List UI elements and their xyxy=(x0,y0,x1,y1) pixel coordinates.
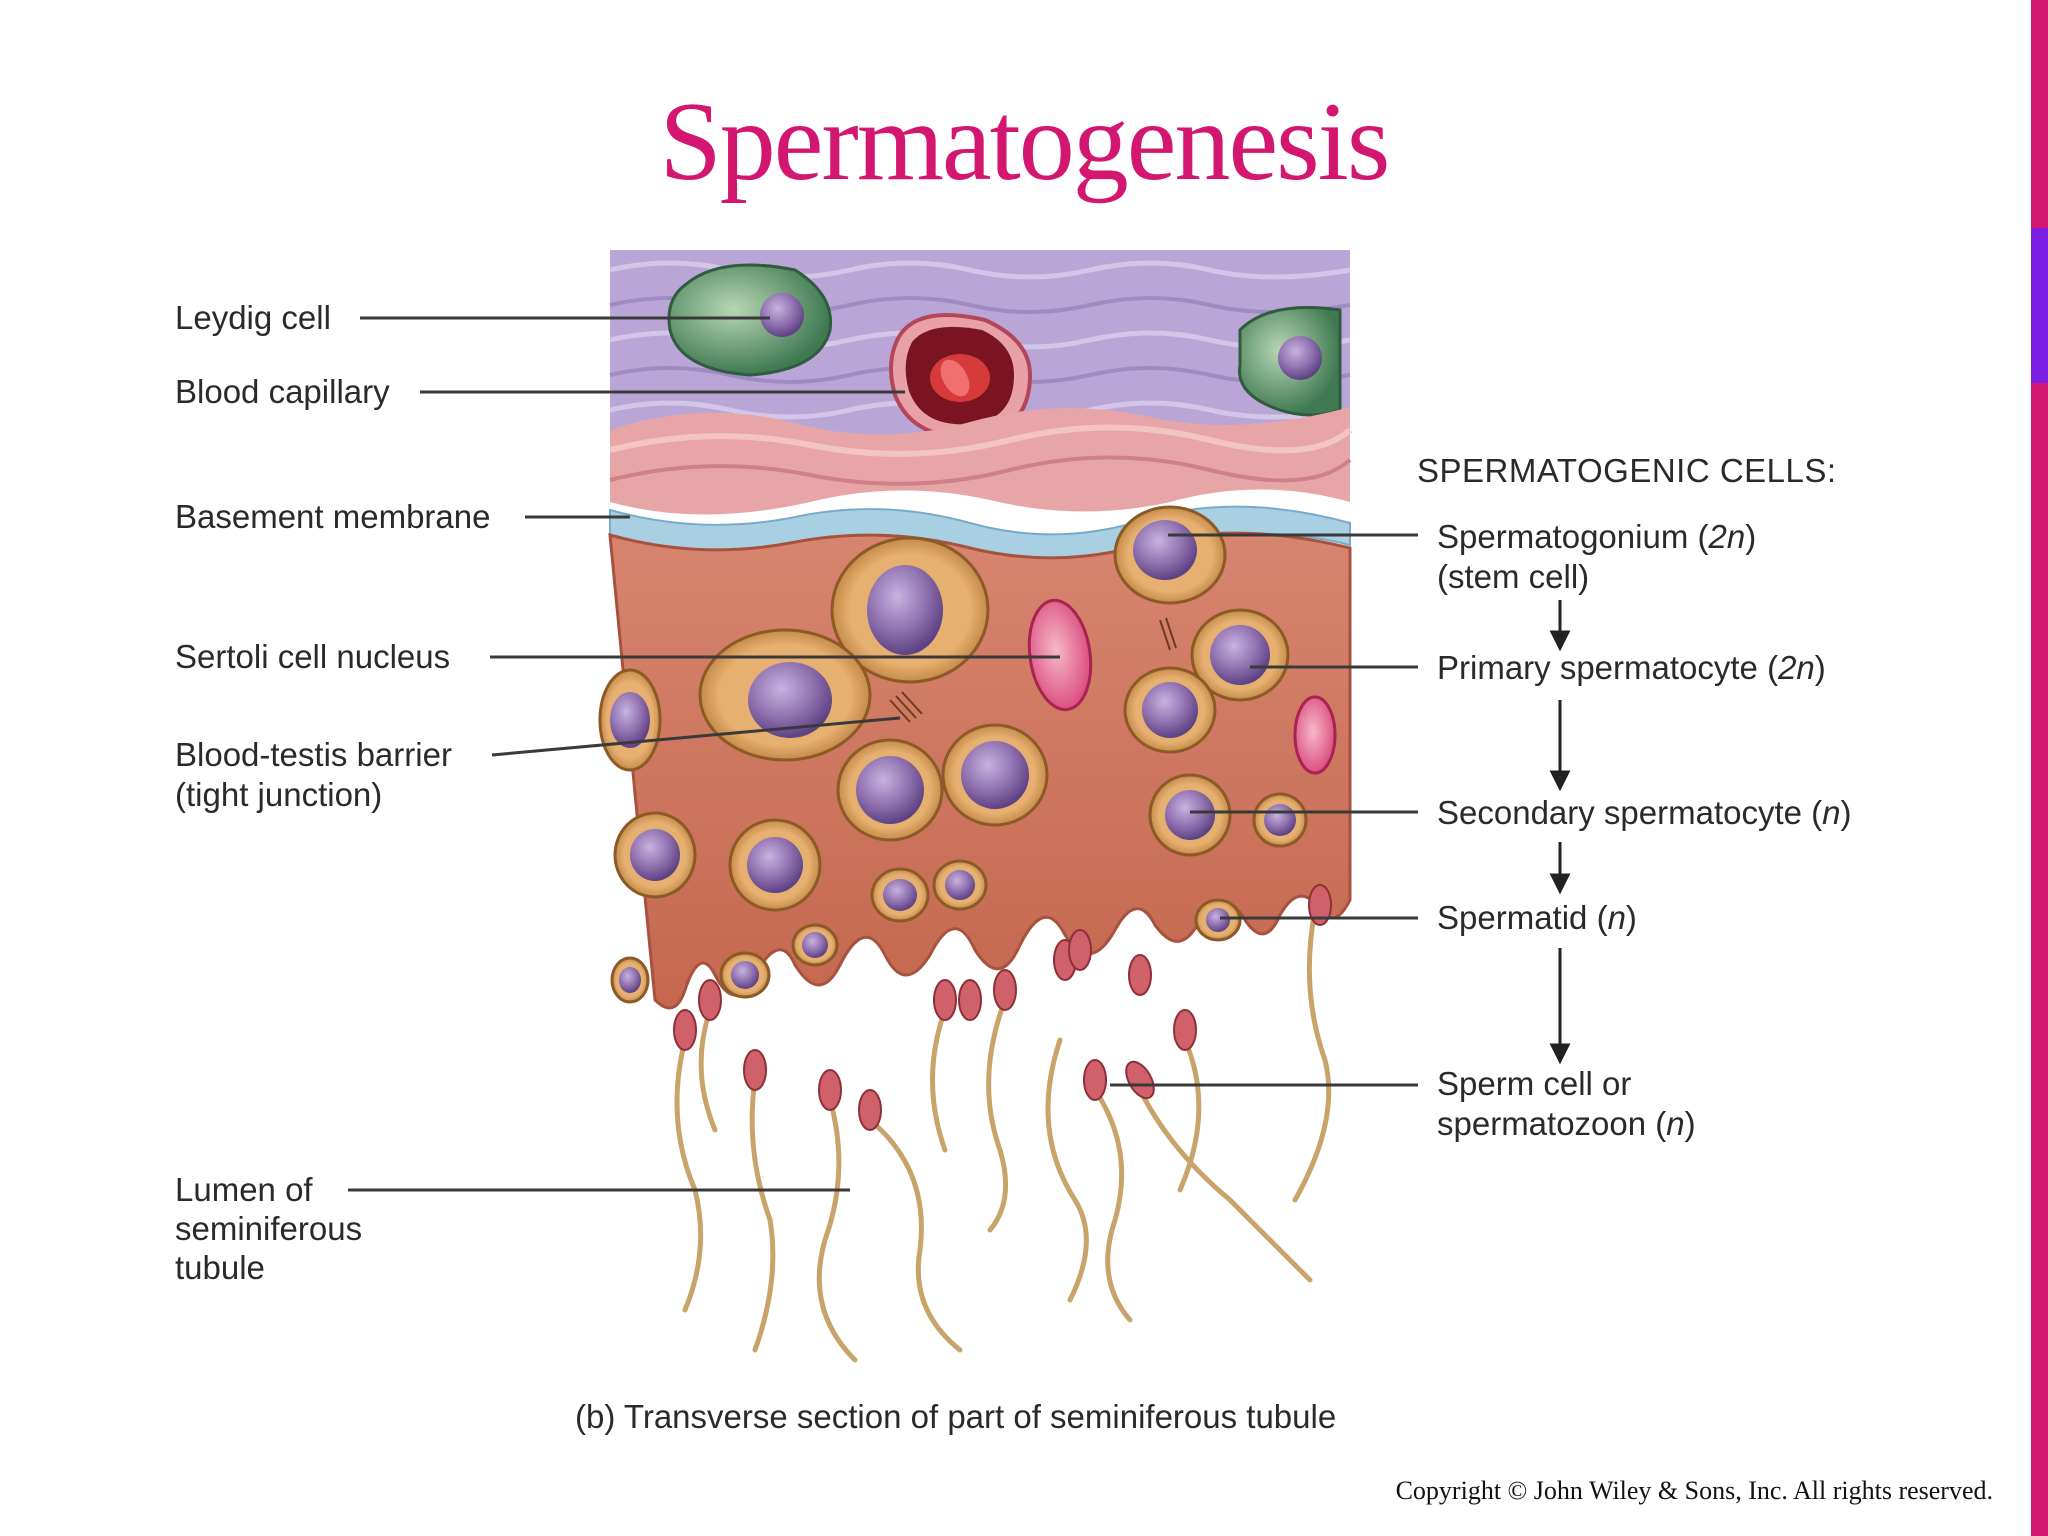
label-stem-cell: (stem cell) xyxy=(1437,558,1590,595)
side-bar-accent xyxy=(2031,228,2048,383)
sertoli-nucleus-2 xyxy=(1293,695,1337,775)
label-spermatid: Spermatid (n) xyxy=(1437,899,1637,936)
label-secondary-spermatocyte: Secondary spermatocyte (n) xyxy=(1437,794,1852,831)
label-lumen-1: Lumen of xyxy=(175,1171,313,1208)
label-spermatozoon: spermatozoon (n) xyxy=(1437,1105,1696,1142)
label-blood-capillary: Blood capillary xyxy=(175,373,390,410)
label-lumen-2: seminiferous xyxy=(175,1210,363,1247)
sertoli-nucleus xyxy=(1027,598,1093,712)
label-leydig-cell: Leydig cell xyxy=(175,299,331,336)
blood-capillary xyxy=(889,313,1033,439)
sperm-cells xyxy=(674,907,1332,1363)
slide-title: Spermatogenesis xyxy=(659,80,1391,204)
side-bar xyxy=(2031,0,2048,1536)
label-sperm-cell: Sperm cell or xyxy=(1437,1065,1632,1102)
leader-lines xyxy=(348,316,1418,1192)
label-tight-junction: (tight junction) xyxy=(175,776,383,813)
germ-cells xyxy=(598,505,1308,1004)
arrows xyxy=(1549,600,1571,1065)
label-sertoli-nucleus: Sertoli cell nucleus xyxy=(175,638,451,675)
leydig-cell-left xyxy=(667,263,833,377)
label-primary-spermatocyte: Primary spermatocyte (2n) xyxy=(1437,649,1826,686)
leydig-cell-right xyxy=(1238,306,1342,417)
sperm-heads xyxy=(673,884,1332,1131)
copyright-notice: Copyright © John Wiley & Sons, Inc. All … xyxy=(1395,1476,1993,1505)
figure-caption: (b) Transverse section of part of semini… xyxy=(575,1398,1337,1435)
tight-junction xyxy=(889,617,1177,723)
label-lumen-3: tubule xyxy=(175,1249,265,1286)
label-basement-membrane: Basement membrane xyxy=(175,498,491,535)
label-blood-testis-barrier: Blood-testis barrier xyxy=(175,736,452,773)
label-spermatogenic-cells-header: SPERMATOGENIC CELLS: xyxy=(1417,452,1837,489)
label-spermatogonium: Spermatogonium (2n) xyxy=(1437,518,1757,555)
